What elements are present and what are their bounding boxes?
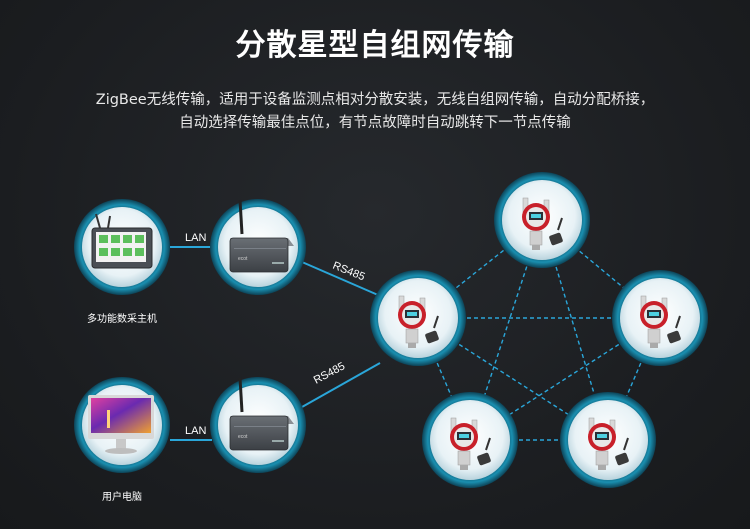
- subtitle-line-2: 自动选择传输最佳点位，有节点故障时自动跳转下一节点传输: [179, 115, 571, 131]
- detector-node-right: [612, 270, 708, 366]
- lan-label-bottom: LAN: [185, 425, 206, 437]
- pc-label: 用户电脑: [102, 492, 142, 503]
- detector-node-top: [494, 172, 590, 268]
- subtitle-line-1: ZigBee无线传输，适用于设备监测点相对分散安装，无线自组网传输，自动分配桥接…: [95, 92, 655, 108]
- gateway-top: [210, 198, 306, 295]
- gateway-bottom: [210, 376, 306, 473]
- detector-node-bottom-left: [422, 392, 518, 488]
- pc-node: [74, 377, 170, 473]
- host-device-icon: [91, 213, 153, 269]
- lan-label-top: LAN: [185, 232, 206, 244]
- host-node: [74, 199, 170, 295]
- detector-node-bottom-right: [560, 392, 656, 488]
- rs485-link-bottom: [301, 362, 381, 408]
- link-lines: [170, 246, 381, 441]
- rs485-label-top: RS485: [331, 260, 367, 284]
- rs485-link-top: [301, 261, 379, 296]
- detector-node-left: [370, 270, 466, 366]
- rs485-label-bottom: RS485: [312, 360, 347, 386]
- pc-monitor-icon: [88, 395, 154, 454]
- host-label: 多功能数采主机: [87, 314, 157, 325]
- page-title: 分散星型自组网传输: [235, 28, 515, 63]
